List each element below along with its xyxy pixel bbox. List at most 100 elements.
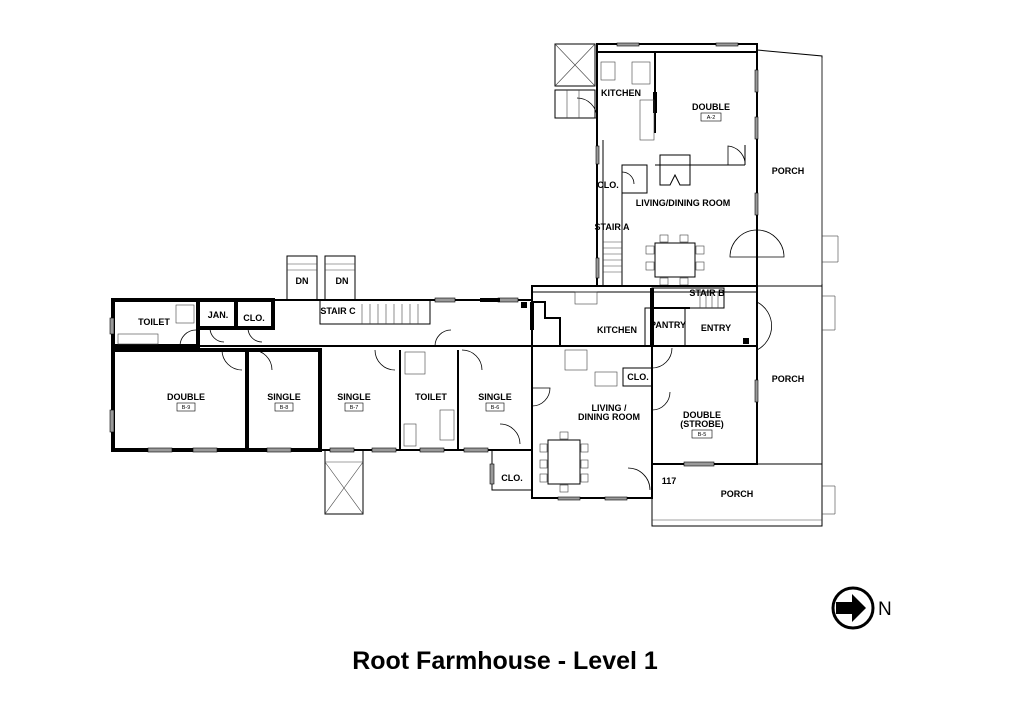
label-clo-3: CLO.	[243, 313, 265, 323]
tag-b8: B-8	[280, 405, 289, 411]
room-labels: KITCHEN DOUBLE A-2 PORCH CLO. LIVING/DIN…	[138, 88, 804, 499]
label-kitchen-b: KITCHEN	[597, 325, 637, 335]
south-stoop-x2	[324, 461, 364, 515]
label-stair-c: STAIR C	[320, 306, 356, 316]
north-arrow: N	[831, 586, 892, 630]
living-2-door	[651, 391, 671, 411]
stoop-2	[554, 89, 596, 119]
toilet-2-door	[434, 329, 452, 347]
label-dn-2: DN	[336, 276, 349, 286]
label-living-dining-2-line1: LIVING /	[591, 403, 627, 413]
dn-stoop-1	[286, 255, 318, 301]
single-b7-door	[374, 349, 396, 371]
stair-c-treads	[361, 304, 419, 324]
vanity-2	[439, 409, 455, 441]
living-2-west-door	[531, 387, 551, 407]
kitchen-b-island	[564, 349, 588, 371]
label-single-b8: SINGLE	[267, 392, 301, 402]
room-117-door	[627, 467, 651, 491]
label-stair-b: STAIR B	[689, 288, 725, 298]
chimney	[659, 154, 691, 186]
tag-box-b8	[274, 402, 294, 412]
dining-table-1	[654, 242, 696, 278]
sink-2	[574, 291, 598, 305]
dn-stoop-treads	[287, 263, 355, 271]
label-clo-2: CLO.	[627, 372, 649, 382]
north-arrow-icon	[831, 586, 875, 630]
closet-4-door	[499, 423, 521, 445]
label-living-dining-2-line2: DINING ROOM	[578, 412, 640, 422]
entry-post	[743, 338, 749, 344]
label-porch-2: PORCH	[772, 374, 805, 384]
tag-b6: B-6	[491, 405, 500, 411]
north-label: N	[878, 599, 892, 620]
stair-b-treads	[699, 292, 719, 308]
north-wing	[554, 42, 839, 287]
closet-1-door	[621, 171, 635, 185]
entry-door	[756, 301, 773, 351]
clo-3-room	[234, 298, 275, 330]
label-porch-3: PORCH	[721, 489, 754, 499]
windows-north-wing	[595, 42, 759, 279]
toilet-1-door	[179, 329, 197, 347]
label-kitchen-a: KITCHEN	[601, 88, 641, 98]
stove-2	[594, 371, 618, 387]
tag-b9: B-9	[182, 405, 191, 411]
tag-b5: B-5	[698, 432, 707, 438]
stair-c	[319, 299, 431, 325]
dn-stoop-2	[324, 255, 356, 301]
tag-box-b7	[344, 402, 364, 412]
label-living-dining-1: LIVING/DINING ROOM	[636, 198, 731, 208]
label-dn-1: DN	[296, 276, 309, 286]
porch-2-outline	[757, 285, 823, 465]
kitchen-a-door	[575, 97, 598, 119]
tag-box-b5	[691, 429, 713, 439]
windows-southeast	[557, 379, 759, 501]
closet-4	[491, 449, 533, 491]
label-double-strobe-line2: (STROBE)	[680, 419, 724, 429]
core-post	[521, 302, 527, 308]
single-b8-door	[251, 349, 273, 371]
shower-1	[175, 304, 195, 324]
label-toilet-1: TOILET	[138, 317, 170, 327]
stair-a-treads	[603, 241, 622, 273]
label-pantry: PANTRY	[650, 320, 686, 330]
double-b9-door	[221, 349, 243, 371]
double-strobe-door	[651, 345, 673, 369]
west-wing	[109, 255, 533, 515]
living-dining-2-outline	[531, 345, 653, 499]
tub-2	[403, 423, 417, 447]
label-clo-4: CLO.	[501, 473, 523, 483]
label-stair-a: STAIR A	[595, 222, 630, 232]
single-b6-door	[461, 349, 483, 371]
stoop-1-x2	[554, 43, 596, 87]
label-double-strobe-line1: DOUBLE	[683, 410, 721, 420]
label-double-b9: DOUBLE	[167, 392, 205, 402]
windows-west-wing	[109, 297, 519, 485]
tag-box-a2	[700, 112, 722, 122]
closet-1	[621, 164, 648, 194]
clo-3-door	[247, 327, 263, 343]
double-a2-door	[727, 145, 746, 165]
dining-table-2	[547, 439, 581, 485]
tag-box-b6	[485, 402, 505, 412]
label-jan: JAN.	[208, 310, 229, 320]
sink-1	[600, 61, 616, 81]
tub-1	[117, 333, 159, 345]
label-clo-1: CLO.	[597, 180, 619, 190]
north-arrow-pointer	[836, 594, 866, 622]
label-single-b7: SINGLE	[337, 392, 371, 402]
page-title: Root Farmhouse - Level 1	[352, 647, 658, 675]
closet-2	[622, 367, 653, 387]
counter-1	[639, 99, 655, 141]
label-double-a2: DOUBLE	[692, 102, 730, 112]
jan-door	[209, 327, 225, 343]
label-room-117: 117	[662, 476, 677, 486]
label-toilet-2: TOILET	[415, 392, 447, 402]
label-single-b6: SINGLE	[478, 392, 512, 402]
porch-1-door	[729, 229, 785, 258]
tag-b7: B-7	[350, 405, 359, 411]
shower-2	[404, 351, 426, 375]
